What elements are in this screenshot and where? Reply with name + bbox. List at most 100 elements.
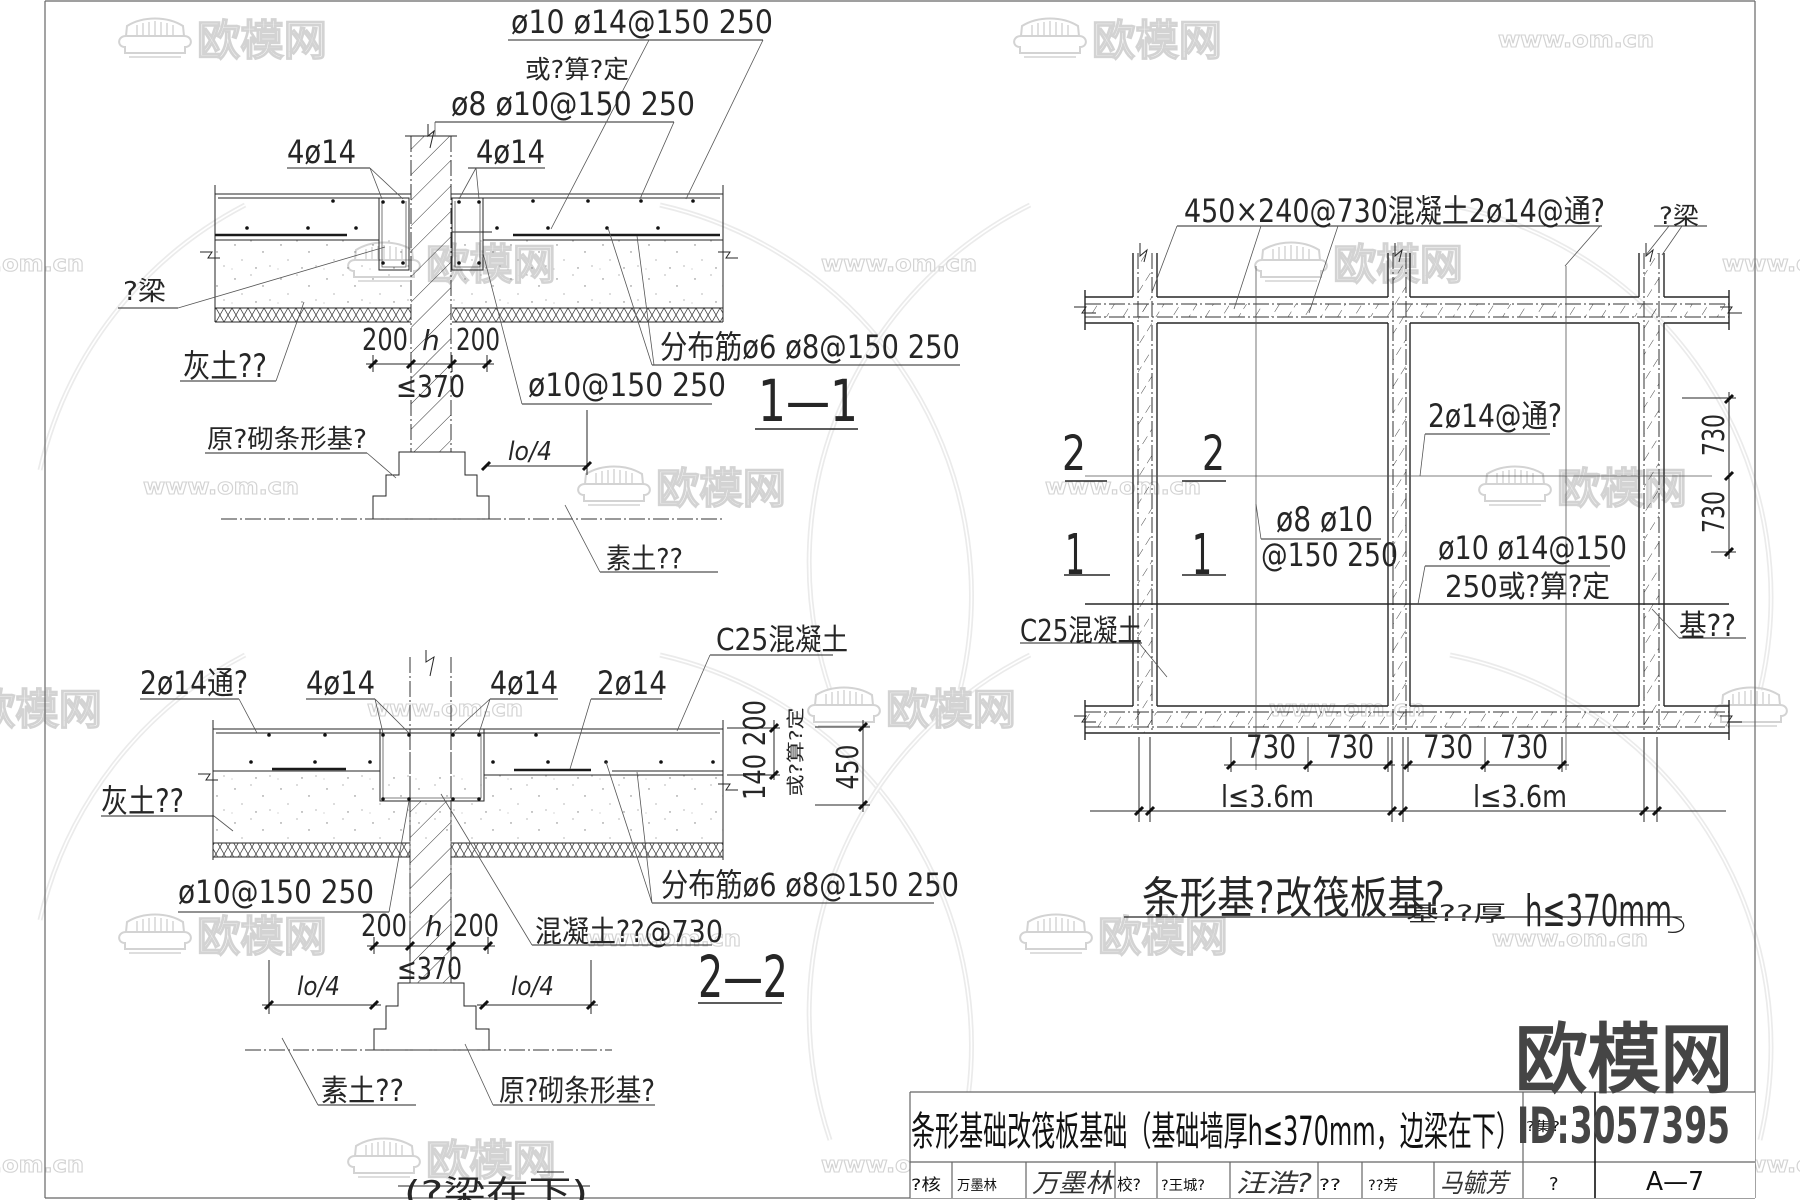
compacted-soil-hatch [213, 843, 410, 857]
bottom-beam-band [1085, 712, 1729, 727]
om-logo-icon [1254, 241, 1328, 282]
dim-bottom: 730 [1326, 728, 1374, 766]
edge-beam-label: ?梁 [123, 277, 166, 307]
dim-right-lower: 730 [1697, 491, 1732, 533]
om-logo-icon [347, 1137, 421, 1178]
plan-subtitle-prefix: 基??厚 [1406, 902, 1506, 927]
wall-band-right [1644, 253, 1659, 733]
break-marks [198, 773, 738, 791]
om-logo-icon [577, 465, 651, 506]
wall-band-middle [1393, 253, 1406, 733]
dim-beam-depth: 450 [831, 745, 866, 790]
title-block-grid [909, 1091, 1755, 1198]
designer-name: ??芳 [1368, 1177, 1398, 1194]
bottom-rebar-label: ø10@150 250 [528, 366, 726, 404]
watermark-url: www.om.cn [1492, 927, 1648, 952]
foundation-label: 原?砌条形基? [499, 1074, 655, 1109]
dim-bottom: 730 [1246, 728, 1296, 766]
watermark-brand: 欧模网 [197, 912, 327, 961]
lime-soil-label: 灰土?? [183, 347, 267, 385]
quarter-span-label: lo/4 [508, 437, 552, 467]
dimension-ticks [263, 721, 869, 1011]
span-label-right: l≤3.6m [1473, 780, 1567, 815]
detail-caption: (?梁在下) [404, 1174, 588, 1200]
soil-boundaries [215, 307, 723, 323]
sheet-border [44, 0, 1756, 1199]
leader-lines [213, 654, 711, 1106]
beam-centerlines [409, 733, 452, 801]
concrete-label: C25混凝土 [716, 623, 848, 658]
plain-soil-label: 素土?? [321, 1074, 404, 1109]
check-label: 校? [1117, 1175, 1141, 1194]
top-beam-band [1085, 304, 1729, 317]
label-underlines [118, 39, 960, 573]
watermark-brand: 欧模网 [886, 685, 1016, 734]
bottom-rebar-label: ø10@150 250 [178, 873, 374, 911]
watermark-url: www.om.cn [143, 475, 299, 500]
checker-name: ?王城? [1161, 1178, 1205, 1194]
section-mark-2-left: 2 [1062, 426, 1086, 482]
title-block-background [910, 1092, 1755, 1198]
band-centerlines [1085, 253, 1729, 733]
beam-right-rebar-label: 4ø14 [476, 133, 545, 171]
wall-centerlines [410, 136, 452, 452]
watermark-brand: 欧模网 [656, 464, 786, 513]
lime-soil-label: 灰土?? [101, 782, 184, 820]
watermark-url: www.om.cn [0, 252, 84, 277]
om-logo-icon [807, 686, 881, 727]
om-logo-icon [1478, 465, 1552, 506]
section-1-1: ø10 ø14@150 250 或?算?定 ø8 ø10@150 250 4ø1… [118, 3, 960, 575]
watermark-brand: 欧模网 [426, 1136, 556, 1185]
top-beam-label: 450×240@730混凝土2ø14@通? [1184, 192, 1605, 230]
main-rebar-line2: 250或?算?定 [1445, 570, 1610, 605]
span-label-left: l≤3.6m [1221, 780, 1314, 815]
dim-right: 200 [456, 323, 500, 358]
dim-slab-thickness: 140 200 [738, 700, 773, 800]
lime-soil-fill [452, 240, 723, 308]
dim-bottom: 730 [1500, 728, 1548, 766]
wall-top-break [405, 124, 457, 149]
section-title: 2—2 [698, 943, 788, 1011]
rebar-right-label: 2ø14 [597, 664, 667, 702]
watermark-brand: 欧模网 [1098, 912, 1228, 961]
section-2-2: C25混凝土 2ø14通? 4ø14 4ø14 2ø14 灰土?? ø10@15… [101, 623, 959, 1200]
foundation-label: 基?? [1679, 609, 1736, 644]
lime-soil-fill [215, 240, 411, 308]
watermark-url: www.om.cn [0, 1153, 84, 1178]
plan-title-underline [1124, 916, 1685, 933]
watermark-url: www.om.cn [585, 927, 741, 952]
compacted-soil-hatch [452, 308, 723, 322]
dim-wall-max: ≤370 [397, 952, 462, 987]
rebar-dots [249, 733, 715, 801]
leader-lines [177, 39, 764, 573]
dim-left: 200 [361, 909, 407, 944]
dim-wall-max: ≤370 [396, 370, 465, 405]
rebar-top-note: 或?算?定 [525, 55, 629, 84]
break-marks [200, 251, 738, 259]
designer-signature: 马毓芳 [1440, 1169, 1511, 1199]
lime-soil-fill [213, 775, 723, 843]
dimension-ticks [367, 358, 593, 472]
stirrup-left [381, 201, 407, 268]
om-logo-icon [118, 913, 192, 954]
section-mark-1-left: 1 [1065, 523, 1085, 588]
edge-beam-left [378, 197, 410, 271]
edge-beam-label: ?梁 [1659, 202, 1699, 230]
main-rebar-line1: ø10 ø14@150 [1438, 529, 1627, 567]
watermark-brand: 欧模网 [0, 685, 102, 734]
beam-left-rebar-label: 4ø14 [287, 133, 356, 171]
beam-left-rebar-label: 4ø14 [306, 664, 375, 702]
section-mark-underlines [1064, 480, 1226, 576]
label-underlines [1020, 225, 1746, 644]
mid-rebar-label: 2ø14@通? [1428, 397, 1562, 435]
section-mark-2-right: 2 [1202, 426, 1225, 482]
slab-bottom-rebar [272, 767, 591, 772]
dim-right: 200 [453, 909, 499, 944]
plain-soil-label: 素土?? [606, 542, 683, 575]
watermark-url: www.om.cn [1045, 475, 1201, 500]
watermark-arcs [37, 202, 1774, 1141]
beam-right-rebar-label: 4ø14 [490, 664, 558, 702]
brick-wall [411, 136, 451, 452]
concrete-label: C25混凝土 [1020, 614, 1142, 649]
